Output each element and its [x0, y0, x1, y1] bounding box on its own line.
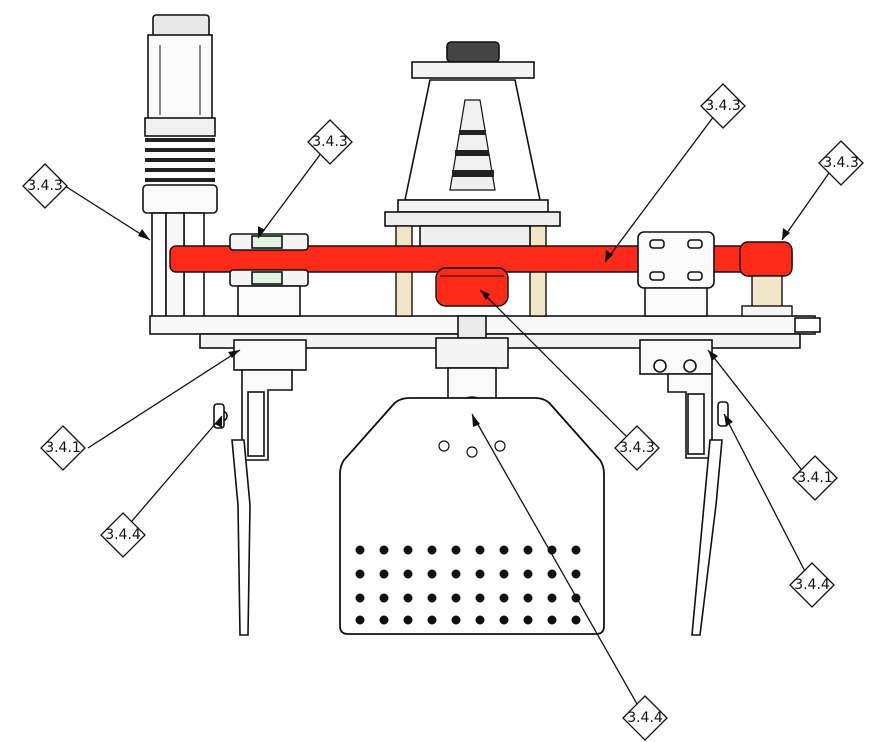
tag-mount-left-text: 3.4.1 — [45, 440, 81, 456]
tag-pivot-bottom: 3.4.4 — [622, 695, 668, 741]
tag-pulley-right: 3.4.3 — [818, 140, 864, 186]
tag-knob-right-text: 3.4.4 — [794, 577, 830, 593]
callout-tags: 3.4.3 3.4.3 3.4.3 3.4.3 3.4.3 3.4.1 3.4.… — [22, 83, 864, 741]
leader-arrowheads — [138, 226, 790, 428]
left-leg — [213, 403, 251, 636]
tag-pulley-right-text: 3.4.3 — [823, 155, 859, 171]
center-hub — [419, 225, 531, 432]
right-bearing-block — [637, 231, 715, 317]
left-bearing-block — [229, 233, 309, 317]
right-pulley — [741, 275, 793, 317]
perforation-holes — [355, 545, 581, 625]
left-mount — [233, 339, 307, 461]
left-motor — [142, 14, 218, 324]
tag-motor-left-text: 3.4.3 — [27, 178, 63, 194]
tag-hub-center: 3.4.3 — [614, 425, 660, 471]
tag-pivot-bottom-text: 3.4.4 — [627, 710, 663, 726]
red-belt — [169, 241, 793, 307]
tag-knob-right: 3.4.4 — [789, 562, 835, 608]
tag-hub-center-text: 3.4.3 — [619, 440, 655, 456]
central-cone — [384, 41, 561, 227]
tag-knob-left: 3.4.4 — [100, 512, 146, 558]
tag-belt-top: 3.4.3 — [700, 83, 746, 129]
tag-bracket-left: 3.4.3 — [307, 119, 353, 165]
tag-mount-left: 3.4.1 — [40, 425, 86, 471]
perforated-plate — [339, 397, 605, 635]
tag-motor-left: 3.4.3 — [22, 163, 68, 209]
tag-mount-right: 3.4.1 — [792, 455, 838, 501]
leader-lines — [64, 107, 837, 719]
right-mount — [639, 339, 713, 459]
tag-knob-left-text: 3.4.4 — [105, 527, 141, 543]
tag-mount-right-text: 3.4.1 — [797, 470, 833, 486]
tag-bracket-left-text: 3.4.3 — [312, 134, 348, 150]
tag-belt-top-text: 3.4.3 — [705, 98, 741, 114]
